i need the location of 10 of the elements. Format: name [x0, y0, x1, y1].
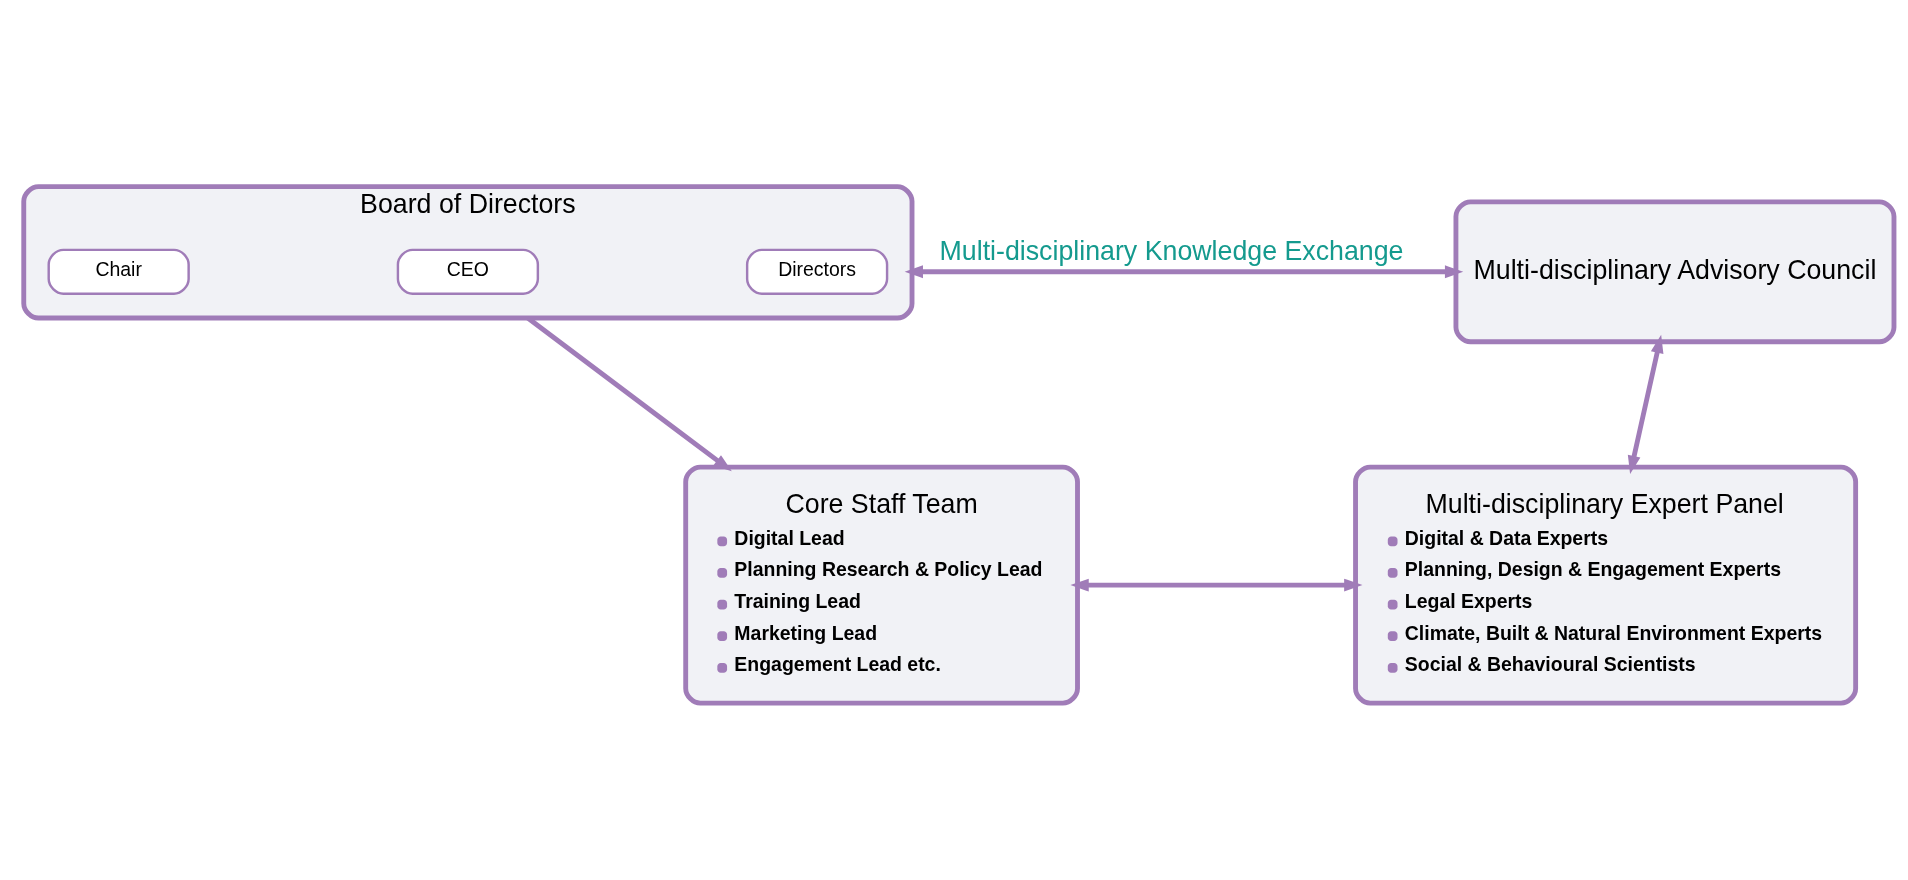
arrow [1070, 578, 1363, 592]
node-box: Core Staff Team Digital Lead Planning Research & Policy Lead Training Lead Marketing Lead Engagement Lead etc. [683, 464, 1080, 706]
arrow [1627, 334, 1664, 474]
edge-label: Multi-disciplinary Knowledge Exchange [939, 236, 1404, 267]
node-box: Multi-disciplinary Expert Panel Digital & Data Experts Planning, Design & Engagement Experts Legal Experts Climate, Built & Natural Environment Experts Social & Behavioural Scientists [1353, 464, 1859, 706]
node-box: Chair [47, 248, 190, 295]
node-box: Directors [745, 248, 889, 295]
arrow [904, 265, 1464, 279]
node-box: Multi-disciplinary Advisory Council [1453, 199, 1897, 345]
node-box: CEO [396, 248, 540, 295]
